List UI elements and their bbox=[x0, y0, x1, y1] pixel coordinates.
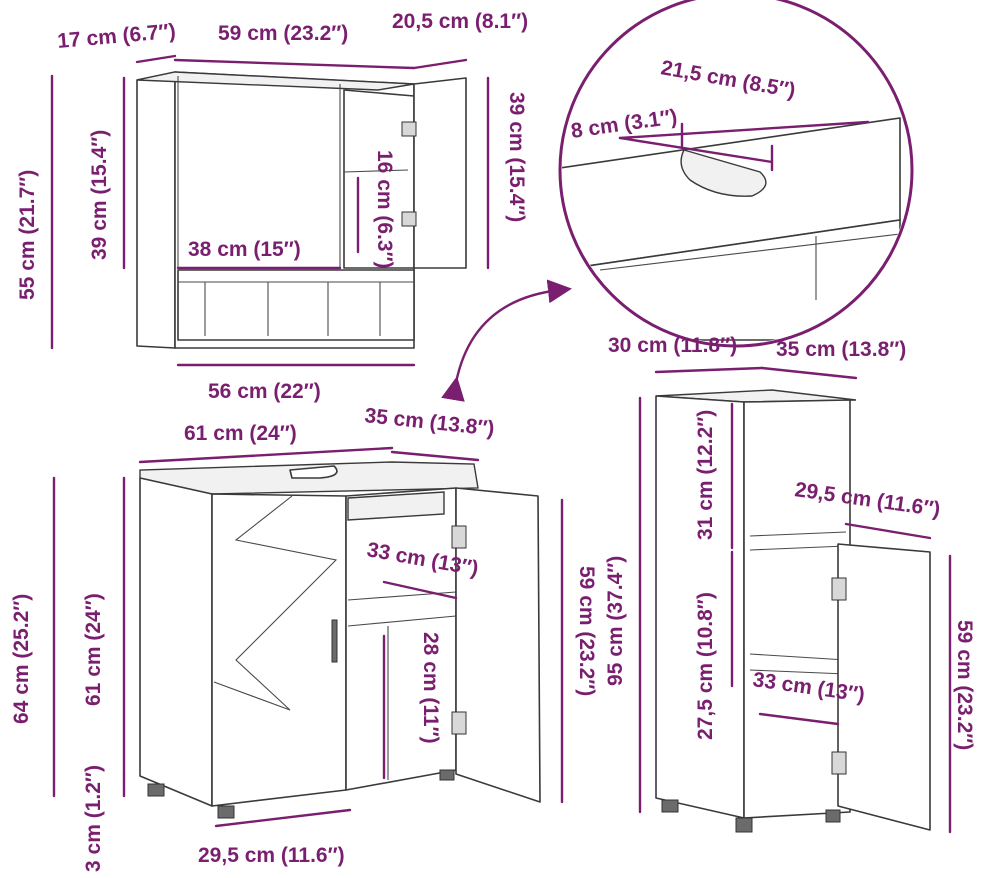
mirror-inner-height-left-label: 39 cm (15.4″) bbox=[88, 130, 111, 260]
mirror-shelf-width-label: 38 cm (15″) bbox=[188, 238, 301, 261]
sink-body-height-label: 61 cm (24″) bbox=[82, 593, 105, 706]
sink-inner-height-label: 28 cm (11″) bbox=[419, 632, 442, 744]
sink-width-label: 61 cm (24″) bbox=[184, 422, 297, 445]
mirror-depth-label: 17 cm (6.7″) bbox=[56, 20, 176, 53]
mirror-shelf-gap-label: 16 cm (6.3″) bbox=[373, 150, 396, 269]
detail-arrow bbox=[441, 279, 572, 402]
sink-door-height-label: 59 cm (23.2″) bbox=[575, 566, 598, 696]
sink-cabinet bbox=[139, 461, 541, 819]
mirror-cabinet-dimensions bbox=[50, 54, 490, 367]
sink-leg-label: 3 cm (1.2″) bbox=[82, 765, 105, 872]
mirror-door-height-label: 39 cm (15.4″) bbox=[505, 92, 528, 222]
tall-top-compartment-label: 31 cm (12.2″) bbox=[694, 410, 717, 540]
sink-cabinet-dimensions bbox=[52, 446, 564, 828]
tall-door-height-label: 59 cm (23.2″) bbox=[953, 620, 976, 750]
mirror-total-height-label: 55 cm (21.7″) bbox=[16, 170, 39, 300]
mirror-width-label: 59 cm (23.2″) bbox=[218, 22, 348, 45]
sink-detail-callout bbox=[558, 0, 914, 348]
sink-door-width-label: 29,5 cm (11.6″) bbox=[198, 844, 345, 867]
sink-depth-label: 35 cm (13.8″) bbox=[363, 404, 495, 440]
tall-width-label: 30 cm (11.8″) bbox=[608, 334, 737, 357]
tall-cabinet-dimensions bbox=[638, 366, 952, 834]
tall-total-height-label: 95 cm (37.4″) bbox=[604, 556, 627, 686]
sink-total-height-label: 64 cm (25.2″) bbox=[10, 594, 33, 724]
mirror-bottom-width-label: 56 cm (22″) bbox=[208, 380, 321, 403]
tall-depth-label: 35 cm (13.8″) bbox=[776, 338, 906, 361]
tall-mid-compartment-label: 27,5 cm (10.8″) bbox=[694, 592, 717, 740]
tall-cabinet bbox=[655, 389, 931, 833]
mirror-cabinet bbox=[136, 71, 467, 349]
mirror-door-label: 20,5 cm (8.1″) bbox=[392, 10, 528, 33]
